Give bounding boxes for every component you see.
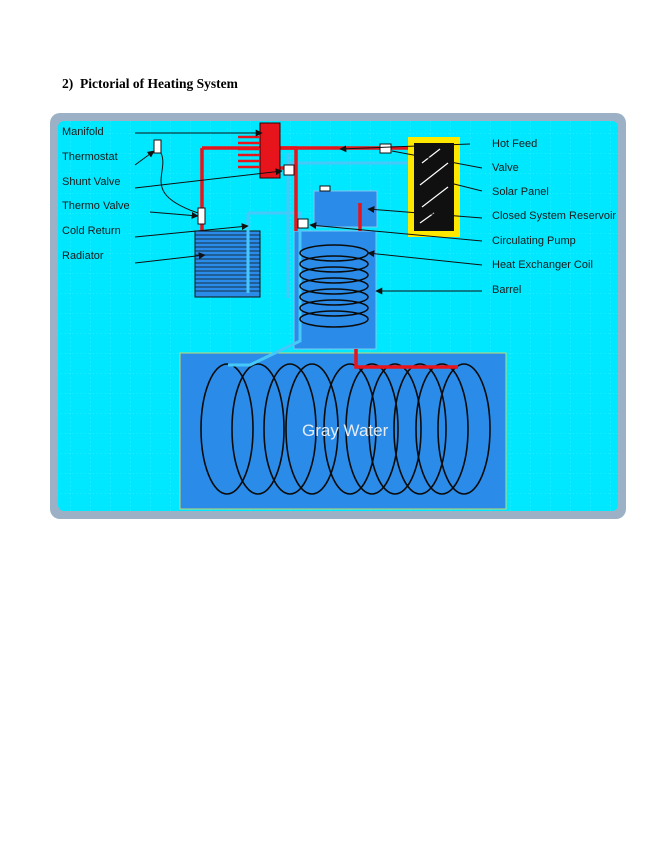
gray-water-tank — [179, 352, 507, 510]
label-manifold: Manifold — [62, 126, 104, 138]
label-solar-panel: Solar Panel — [492, 186, 549, 198]
thermostat — [153, 139, 162, 154]
label-heat-exchanger-coil: Heat Exchanger Coil — [492, 259, 593, 271]
right-leaders — [309, 143, 483, 295]
radiator-fins — [195, 234, 260, 292]
label-thermo-valve: Thermo Valve — [62, 200, 130, 212]
label-hot-feed: Hot Feed — [492, 138, 538, 150]
thermo-valve — [197, 207, 206, 225]
section-heading: 2) Pictorial of Heating System — [62, 76, 238, 92]
label-thermostat: Thermostat — [62, 151, 118, 163]
label-circulating-pump: Circulating Pump — [492, 235, 576, 247]
manifold-ports — [238, 135, 260, 169]
section-title: Pictorial of Heating System — [80, 76, 238, 91]
solar-panel-glare — [419, 148, 449, 224]
left-leaders — [134, 129, 283, 264]
label-cold-return: Cold Return — [62, 225, 121, 237]
shunt-valve — [283, 164, 295, 176]
label-closed-system-reservoir: Closed System Reservoir — [492, 210, 617, 222]
diagram-graphic — [58, 121, 618, 511]
circulating-pump — [297, 218, 309, 229]
gray-water-coil — [200, 363, 491, 495]
label-shunt-valve: Shunt Valve — [62, 176, 121, 188]
section-number: 2) — [62, 76, 74, 91]
reservoir — [313, 190, 378, 228]
thermostat-wire — [160, 152, 199, 214]
label-valve: Valve — [492, 162, 519, 174]
reservoir-cap — [319, 185, 331, 192]
manifold — [259, 122, 281, 179]
hot-feed-valve — [379, 143, 392, 154]
label-barrel: Barrel — [492, 284, 522, 296]
label-gray-water: Gray Water — [302, 421, 389, 440]
label-radiator: Radiator — [62, 250, 104, 262]
heating-system-diagram: Manifold Thermostat Shunt Valve Thermo V… — [50, 113, 626, 519]
